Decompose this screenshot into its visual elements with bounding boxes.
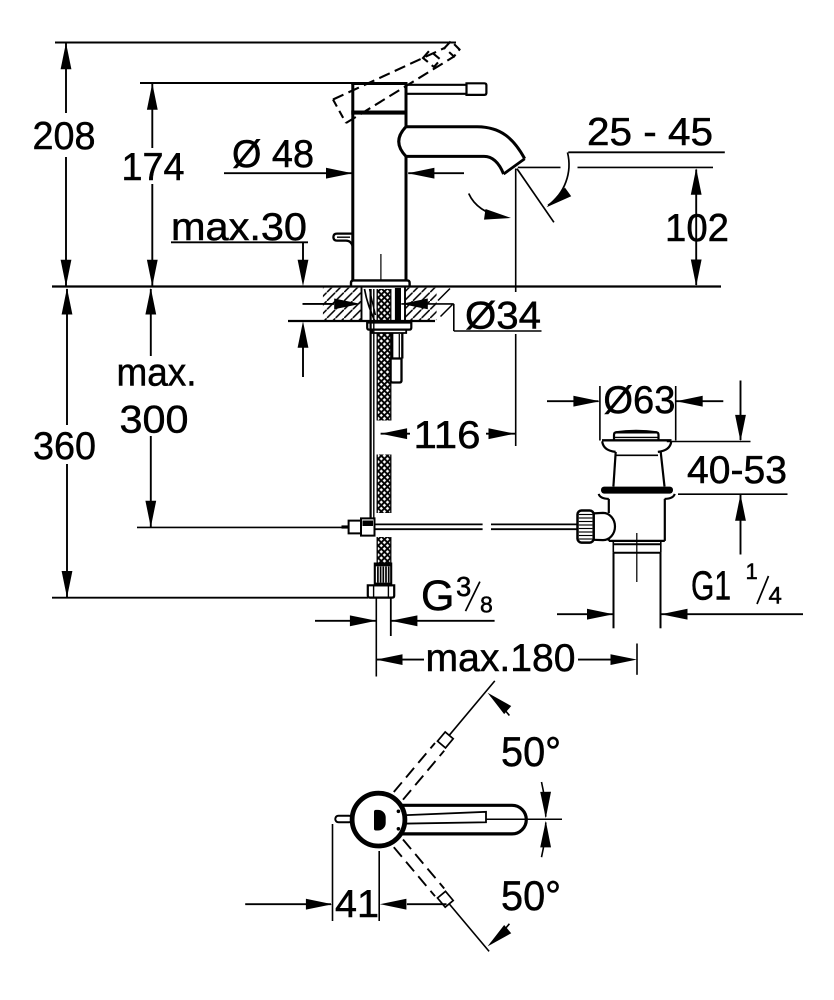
svg-text:max.180: max.180 xyxy=(426,637,576,680)
svg-text:208: 208 xyxy=(33,115,96,158)
svg-text:25 - 45: 25 - 45 xyxy=(587,111,713,154)
svg-text:max.: max. xyxy=(117,352,197,395)
svg-text:174: 174 xyxy=(122,146,185,189)
svg-text:Ø63: Ø63 xyxy=(603,379,675,422)
svg-text:360: 360 xyxy=(33,425,96,468)
svg-text:102: 102 xyxy=(665,207,729,250)
svg-text:40-53: 40-53 xyxy=(687,449,787,492)
svg-text:G1: G1 xyxy=(691,563,731,609)
svg-text:1: 1 xyxy=(746,559,758,584)
svg-text:G: G xyxy=(421,572,454,620)
svg-text:Ø 48: Ø 48 xyxy=(232,133,314,176)
svg-text:50°: 50° xyxy=(501,728,561,775)
svg-text:41: 41 xyxy=(335,883,379,926)
svg-text:4: 4 xyxy=(769,583,782,610)
svg-text:300: 300 xyxy=(120,399,189,442)
svg-text:Ø34: Ø34 xyxy=(465,294,541,337)
svg-text:116: 116 xyxy=(414,414,481,457)
svg-text:3: 3 xyxy=(456,571,471,602)
svg-text:8: 8 xyxy=(480,592,493,618)
svg-text:50°: 50° xyxy=(501,872,561,919)
